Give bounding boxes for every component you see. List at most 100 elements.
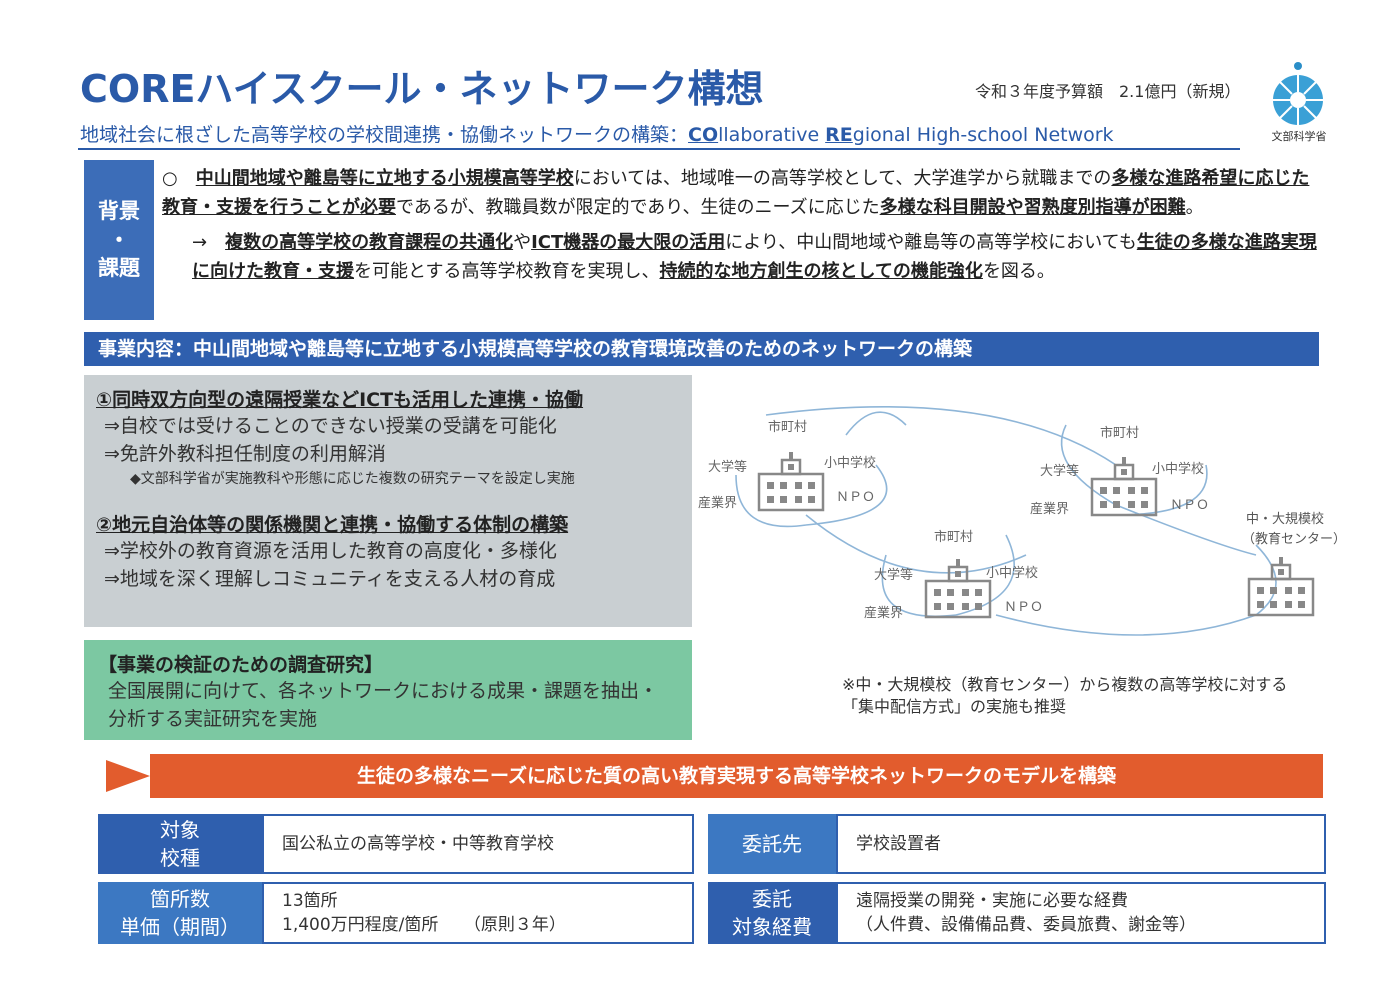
bg-p1-d: であるが、教職員数が限定的であり、生徒のニーズに応じた (396, 197, 880, 218)
background-label-2: 課題 (98, 256, 140, 281)
cluster1-school: 小中学校 (824, 455, 876, 471)
measure-1-line-2: ⇒免許外教科担任制度の利用解消 (104, 443, 386, 465)
cluster1-npo: ＮＰＯ (836, 490, 875, 505)
cluster1-univ: 大学等 (708, 459, 747, 475)
measure-2-line-2: ⇒地域を深く理解しコミュニティを支える人材の育成 (104, 568, 556, 590)
bg-p1-f: 。 (1185, 197, 1204, 218)
cluster3-school: 小中学校 (986, 565, 1038, 581)
contractor-label-text: 委託先 (742, 832, 802, 856)
background-text: ○ 中山間地域や離島等に立地する小規模高等学校においては、地域唯一の高等学校とし… (162, 164, 1327, 286)
target-label: 対象校種 (98, 814, 262, 874)
center-label-1: 中・大規模校 (1246, 511, 1324, 527)
count-value-1: 13箇所 (282, 891, 338, 911)
bg-p2-b: や (513, 232, 532, 253)
count-label-1: 箇所数 (150, 887, 210, 911)
subtitle-llaborative: llaborative (718, 124, 826, 146)
bg-p2-c: ICT機器の最大限の活用 (531, 232, 726, 253)
measure-1-line-1: ⇒自校では受けることのできない授業の受講を可能化 (104, 415, 557, 437)
network-link (735, 474, 807, 528)
arrow-bar-head-icon (106, 760, 150, 792)
subtitle-underline (78, 148, 1240, 150)
expense-value: 遠隔授業の開発・実施に必要な経費 （人件費、設備備品費、委員旅費、謝金等） (836, 882, 1326, 944)
center-label-2: （教育センター） (1242, 531, 1346, 547)
school-building-icon (924, 557, 992, 619)
network-link (1255, 544, 1277, 616)
research-heading: 【事業の検証のための調査研究】 (98, 654, 384, 676)
network-link (845, 411, 907, 436)
bullet-circle: ○ (162, 168, 196, 189)
background-label-1: 背景 (98, 199, 140, 224)
measure-1-sub: ◆文部科学省が実施教科や形態に応じた複数の研究テーマを設定し実施 (130, 471, 575, 487)
measure-2-line-1: ⇒学校外の教育資源を活用した教育の高度化・多様化 (104, 540, 557, 562)
cluster3-industry: 産業界 (864, 605, 903, 621)
center-building-icon (1247, 555, 1315, 617)
count-value: 13箇所 1,400万円程度/箇所 （原則３年） (262, 882, 694, 944)
contractor-value-text: 学校設置者 (856, 834, 941, 854)
bg-p2-a: 複数の高等学校の教育課程の共通化 (225, 232, 514, 253)
cluster2-npo: ＮＰＯ (1170, 498, 1209, 513)
research-line-2: 分析する実証研究を実施 (108, 708, 318, 730)
expense-label-2: 対象経費 (732, 915, 812, 939)
cluster1-industry: 産業界 (698, 495, 737, 511)
page-subtitle: 地域社会に根ざした高等学校の学校間連携・協働ネットワークの構築：COllabor… (80, 120, 1114, 147)
bg-p2-f: を可能とする高等学校教育を実現し、 (354, 261, 660, 282)
bg-p1-c: 多様な進路希望に応じた教育・支援を行うことが必要 (162, 168, 1310, 218)
mext-logo-icon (1273, 62, 1323, 125)
count-label: 箇所数単価（期間） (98, 882, 262, 944)
background-paragraph-1: ○ 中山間地域や離島等に立地する小規模高等学校においては、地域唯一の高等学校とし… (162, 164, 1327, 222)
bg-p1-a: 中山間地域や離島等に立地する小規模高等学校 (195, 168, 574, 189)
research-line-1: 全国展開に向けて、各ネットワークにおける成果・課題を抽出・ (108, 680, 659, 702)
bg-p2-d: により、中山間地域や離島等の高等学校においても (725, 232, 1137, 253)
cluster3-npo: ＮＰＯ (1004, 600, 1043, 615)
expense-value-1: 遠隔授業の開発・実施に必要な経費 (856, 891, 1128, 911)
note-line-1: ※中・大規模校（教育センター）から複数の高等学校に対する (842, 675, 1288, 694)
bg-p2-h: を図る。 (982, 261, 1055, 282)
bg-p1-b: においては、地域唯一の高等学校として、大学進学から就職までの (573, 168, 1112, 189)
model-building-bar: 生徒の多様なニーズに応じた質の高い教育実現する高等学校ネットワークのモデルを構築 (150, 754, 1323, 798)
business-content-bar: 事業内容：中山間地域や離島等に立地する小規模高等学校の教育環境改善のためのネット… (84, 332, 1319, 366)
school-building-icon (757, 450, 825, 512)
research-box: 【事業の検証のための調査研究】 全国展開に向けて、各ネットワークにおける成果・課… (84, 640, 692, 740)
background-label-dot: ・ (108, 227, 130, 252)
expense-value-2: （人件費、設備備品費、委員旅費、謝金等） (856, 915, 1196, 935)
subtitle-prefix: 地域社会に根ざした高等学校の学校間連携・協働ネットワークの構築： (80, 124, 689, 146)
budget-amount: 令和３年度予算額 2.1億円（新規） (975, 82, 1241, 101)
target-label-2: 校種 (160, 846, 200, 870)
expense-label-1: 委託 (752, 887, 792, 911)
network-link (765, 406, 1117, 466)
expense-label: 委託対象経費 (708, 882, 836, 944)
contractor-label: 委託先 (708, 814, 836, 874)
background-paragraph-2: → 複数の高等学校の教育課程の共通化やICT機器の最大限の活用により、中山間地域… (162, 228, 1327, 286)
subtitle-re: RE (825, 124, 853, 146)
diagram-note: ※中・大規模校（教育センター）から複数の高等学校に対する 「集中配信方式」の実施… (842, 674, 1287, 718)
school-building-icon (1090, 455, 1158, 517)
network-link (955, 534, 1015, 616)
measures-box: ①同時双方向型の遠隔授業などICTも活用した連携・協働 ⇒自校では受けることので… (84, 375, 692, 627)
contractor-value: 学校設置者 (836, 814, 1326, 874)
bg-p1-e: 多様な科目開設や習熟度別指導が困難 (879, 197, 1186, 218)
target-label-1: 対象 (160, 818, 200, 842)
page-title: COREハイスクール・ネットワーク構想 (80, 67, 764, 111)
cluster2-univ: 大学等 (1040, 463, 1079, 479)
cluster2-industry: 産業界 (1030, 501, 1069, 517)
subtitle-rest: gional High-school Network (852, 124, 1114, 146)
network-link (805, 464, 888, 526)
bg-p2-g: 持続的な地方創生の核としての機能強化 (659, 261, 983, 282)
ministry-name: 文部科学省 (1271, 130, 1327, 143)
cluster3-city: 市町村 (934, 529, 973, 545)
cluster1-city: 市町村 (768, 419, 807, 435)
subtitle-co: CO (688, 124, 719, 146)
arrow-right-icon: → (192, 232, 226, 253)
target-value-text: 国公私立の高等学校・中等教育学校 (282, 834, 554, 854)
note-line-2: 「集中配信方式」の実施も推奨 (842, 697, 1067, 716)
network-diagram: 市町村 大学等 小中学校 産業界 ＮＰＯ 市町村 大学等 小中学校 産業界 ＮＰ… (698, 406, 1346, 636)
cluster2-school: 小中学校 (1152, 461, 1204, 477)
count-value-2: 1,400万円程度/箇所 （原則３年） (282, 915, 566, 935)
cluster2-city: 市町村 (1100, 425, 1139, 441)
bg-p2-e: 生徒の多様な進路実現に向けた教育・支援 (192, 232, 1317, 282)
measure-1-heading: ①同時双方向型の遠隔授業などICTも活用した連携・協働 (96, 389, 584, 411)
background-label: 背景 ・ 課題 (84, 160, 154, 320)
network-link (995, 614, 1257, 636)
cluster3-univ: 大学等 (874, 567, 913, 583)
network-link (805, 514, 1027, 574)
